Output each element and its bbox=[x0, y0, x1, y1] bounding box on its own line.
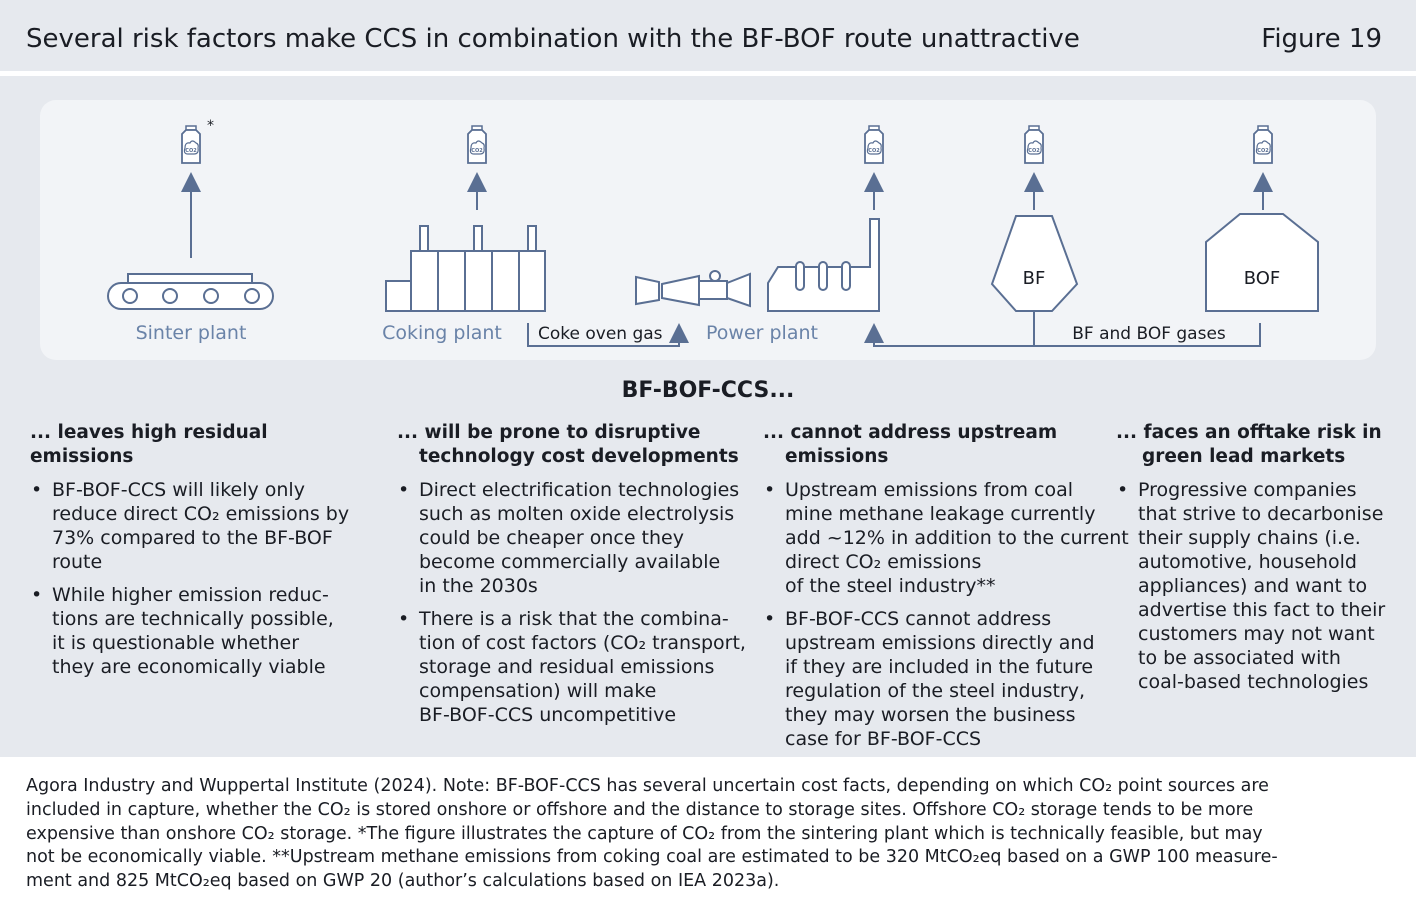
source-note: Agora Industry and Wuppertal Institute (… bbox=[0, 757, 1416, 906]
footnote-text: Agora Industry and Wuppertal Institute (… bbox=[26, 776, 1278, 892]
process-diagram: CO2 * bbox=[107, 118, 1319, 347]
bullet-list: Progressive companies that strive to dec… bbox=[1116, 478, 1406, 694]
risk-column-residual-emissions: ... leaves high residual emissions BF-BO… bbox=[30, 421, 375, 688]
bf-bof-gases-flow bbox=[864, 311, 1261, 347]
coke-oven-gas-label: Coke oven gas bbox=[538, 324, 663, 344]
basic-oxygen-furnace-icon bbox=[1205, 213, 1319, 312]
turbine-icon bbox=[635, 270, 751, 308]
column-heading: ... leaves high residual emissions bbox=[30, 422, 268, 467]
list-item: Upstream emissions from coal mine methan… bbox=[763, 478, 1129, 598]
diagram-subtitle: BF-BOF-CCS... bbox=[621, 378, 795, 403]
figure-label: Figure 19 bbox=[1261, 24, 1382, 54]
bullet-list: Upstream emissions from coal mine methan… bbox=[763, 478, 1129, 751]
co2-capture-icon-power bbox=[864, 125, 884, 164]
list-item: Progressive companies that strive to dec… bbox=[1116, 478, 1406, 694]
process-diagram-panel bbox=[40, 100, 1376, 360]
blast-furnace-icon bbox=[990, 215, 1079, 312]
risk-column-cost-developments: ... will be prone to disruptive technolo… bbox=[397, 421, 747, 736]
risk-column-offtake-risk: ... faces an offtake risk in green lead … bbox=[1116, 421, 1406, 703]
coking-plant-icon bbox=[385, 225, 546, 312]
co2-capture-icon-bof bbox=[1253, 125, 1273, 164]
sinter-plant-label: Sinter plant bbox=[136, 322, 247, 344]
power-plant-label: Power plant bbox=[706, 322, 818, 344]
coke-oven-gas-flow bbox=[527, 323, 689, 347]
column-heading: ... cannot address upstream emissions bbox=[763, 422, 1058, 467]
bullet-list: BF-BOF-CCS will likely only reduce direc… bbox=[30, 478, 375, 679]
bof-label: BOF bbox=[1244, 268, 1281, 289]
bf-label: BF bbox=[1023, 268, 1046, 289]
list-item: Direct electrification technologies such… bbox=[397, 478, 747, 598]
page-title: Several risk factors make CCS in combina… bbox=[26, 24, 1080, 54]
power-plant-icon bbox=[767, 218, 880, 312]
sinter-asterisk: * bbox=[207, 118, 214, 134]
co2-capture-icon-sinter bbox=[181, 125, 201, 164]
risk-column-upstream-emissions: ... cannot address upstream emissions Up… bbox=[763, 421, 1129, 760]
column-heading: ... faces an offtake risk in green lead … bbox=[1116, 422, 1382, 467]
list-item: While higher emission reduc- tions are t… bbox=[30, 583, 375, 679]
sinter-plant-icon bbox=[107, 273, 274, 310]
list-item: BF-BOF-CCS will likely only reduce direc… bbox=[30, 478, 375, 574]
list-item: BF-BOF-CCS cannot address upstream emiss… bbox=[763, 607, 1113, 751]
header: Several risk factors make CCS in combina… bbox=[0, 0, 1416, 76]
column-heading: ... will be prone to disruptive technolo… bbox=[397, 422, 739, 467]
bf-bof-gases-label: BF and BOF gases bbox=[1072, 324, 1226, 344]
coking-plant-label: Coking plant bbox=[382, 322, 502, 344]
list-item: There is a risk that the combina- tion o… bbox=[397, 607, 747, 727]
co2-capture-icon-coking bbox=[467, 125, 487, 164]
co2-capture-icon-bf bbox=[1024, 125, 1044, 164]
bullet-list: Direct electrification technologies such… bbox=[397, 478, 747, 727]
